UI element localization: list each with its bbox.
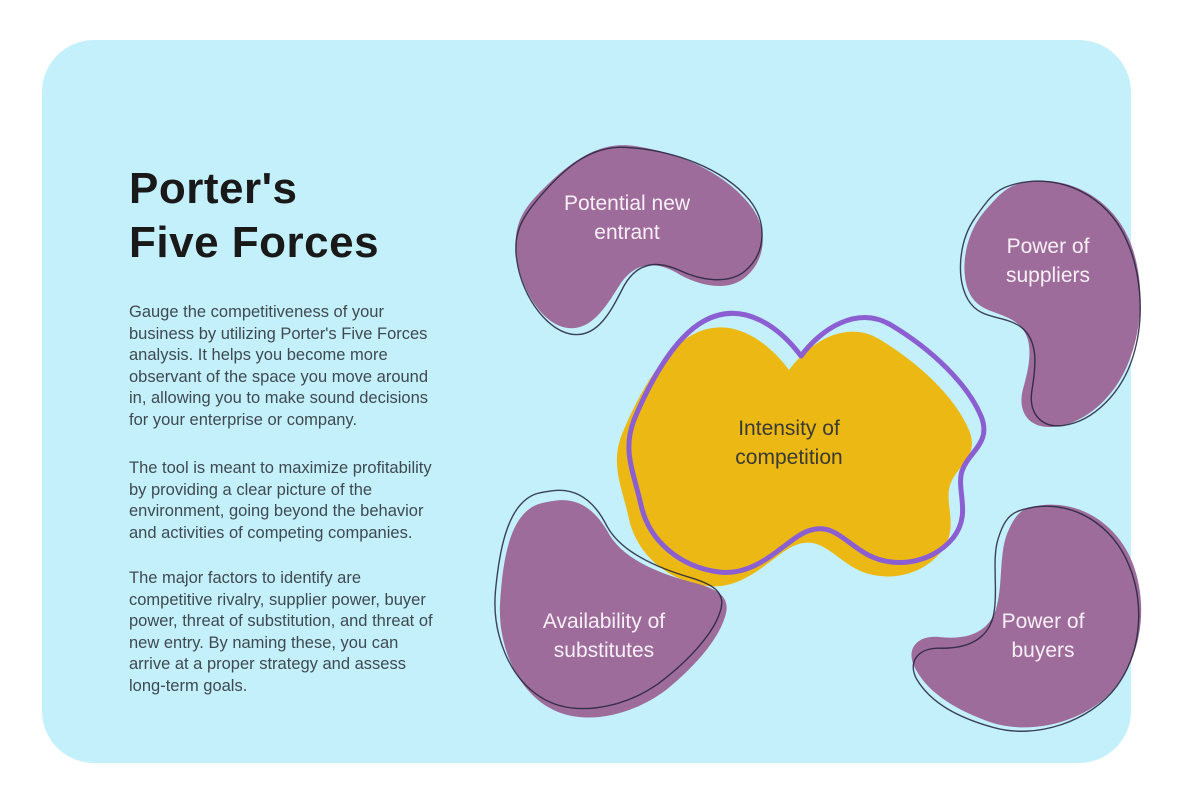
force-blob-power-of-buyers: Power of buyers [907, 495, 1157, 745]
center-force-blob: Intensity of competition [607, 310, 987, 600]
force-blob-shape [494, 489, 727, 718]
force-blob-outline-shape [912, 505, 1140, 732]
center-force-label: Intensity of competition [735, 417, 843, 469]
force-label: Availability of substitutes [542, 610, 666, 662]
force-blob-outline-shape [959, 180, 1141, 427]
force-label: Power of suppliers [1005, 235, 1091, 287]
force-label: Potential new entrant [563, 192, 691, 244]
intro-paragraph-1: Gauge the competitiveness of your busine… [129, 303, 429, 429]
force-blob-outline-shape [515, 146, 763, 336]
intro-text-block: Gauge the competitiveness of your busine… [129, 302, 511, 697]
force-blob-fill-shape [911, 504, 1142, 728]
force-blob-shape [515, 145, 763, 336]
page-title: Porter's Five Forces [129, 164, 380, 267]
force-blob-fill-shape [964, 180, 1141, 428]
force-blob-shape [911, 504, 1142, 732]
center-blob-shape [616, 310, 987, 587]
force-blob-shape [959, 180, 1141, 428]
force-blob-fill-shape [515, 145, 763, 329]
force-blob-fill-shape [499, 500, 727, 718]
intro-paragraph-2: The tool is meant to maximize profitabil… [129, 459, 432, 542]
center-blob-fill-shape [616, 327, 972, 587]
force-blob-availability-of-substitutes: Availability of substitutes [487, 489, 747, 740]
force-blob-outline-shape [494, 489, 723, 710]
force-blob-potential-new-entrant: Potential new entrant [497, 135, 797, 360]
force-blob-power-of-suppliers: Power of suppliers [922, 175, 1162, 440]
force-label: Power of buyers [1001, 610, 1085, 662]
center-blob-ring-shape [626, 310, 987, 575]
intro-paragraph-3: The major factors to identify are compet… [129, 569, 433, 695]
background-card: Porter's Five Forces Gauge the competiti… [42, 40, 1142, 763]
